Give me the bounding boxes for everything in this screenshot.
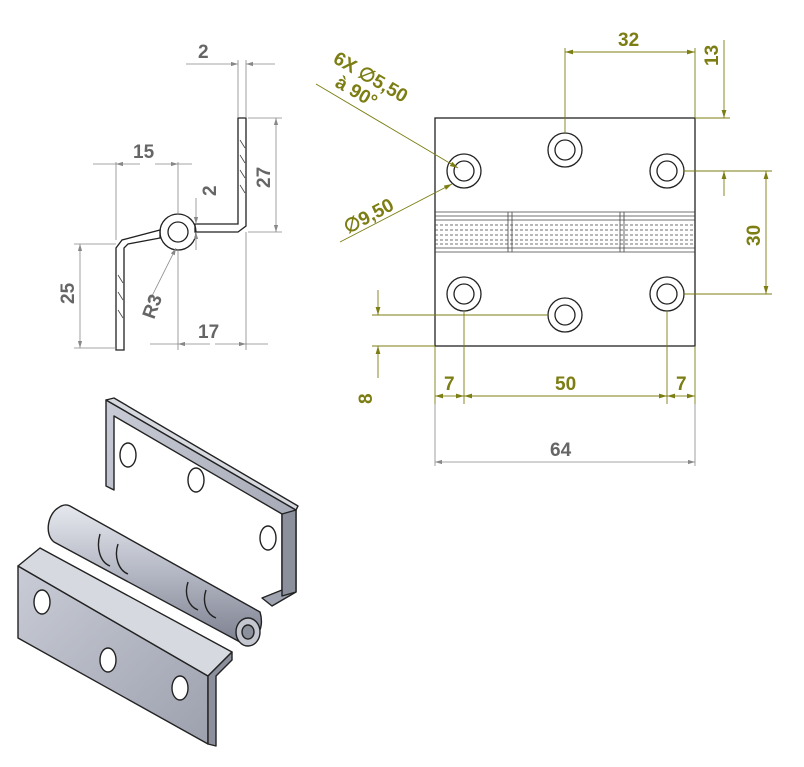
side-view: 2 15 27 2 25 R3 17 [58,42,282,351]
hinge-3d-render [17,397,299,747]
dim-7-right: 7 [676,374,687,395]
dim-13: 13 [702,45,723,66]
hole-top-left [446,153,482,189]
dim-30: 30 [744,225,765,246]
dim-2-mid: 2 [200,185,221,196]
dim-17: 17 [198,322,219,343]
front-view: 6X ∅5,50 à 90° ∅9,50 32 13 30 8 7 50 [315,30,772,466]
dim-32: 32 [618,30,639,51]
dim-7-left: 7 [444,374,455,395]
back-hole-1 [119,442,137,468]
hole-bottom-center [547,297,583,333]
back-hole-3 [259,525,277,551]
csk-note: ∅9,50 [340,195,397,239]
dim-r3: R3 [139,292,167,322]
hole-bottom-right [649,276,685,312]
hole-top-center [547,132,583,168]
dim-50: 50 [555,374,576,395]
dim-25: 25 [58,282,79,304]
dim-27: 27 [254,167,275,188]
hinge-outline [434,117,696,347]
front-hole-3 [171,675,189,701]
dim-64: 64 [550,440,572,461]
knuckle-outer [159,213,197,251]
hole-bottom-left [446,276,482,312]
dim-15: 15 [133,142,155,163]
front-hole-2 [99,647,117,673]
knuckle-band [435,211,695,253]
dim-8: 8 [356,393,377,404]
dim-2-top: 2 [198,42,209,63]
front-hole-1 [33,589,51,615]
back-hole-2 [187,467,205,493]
hole-top-right [649,153,685,189]
knuckle-inner [167,221,189,243]
upper-leaf-profile [194,117,247,233]
lower-leaf-profile [115,229,161,351]
